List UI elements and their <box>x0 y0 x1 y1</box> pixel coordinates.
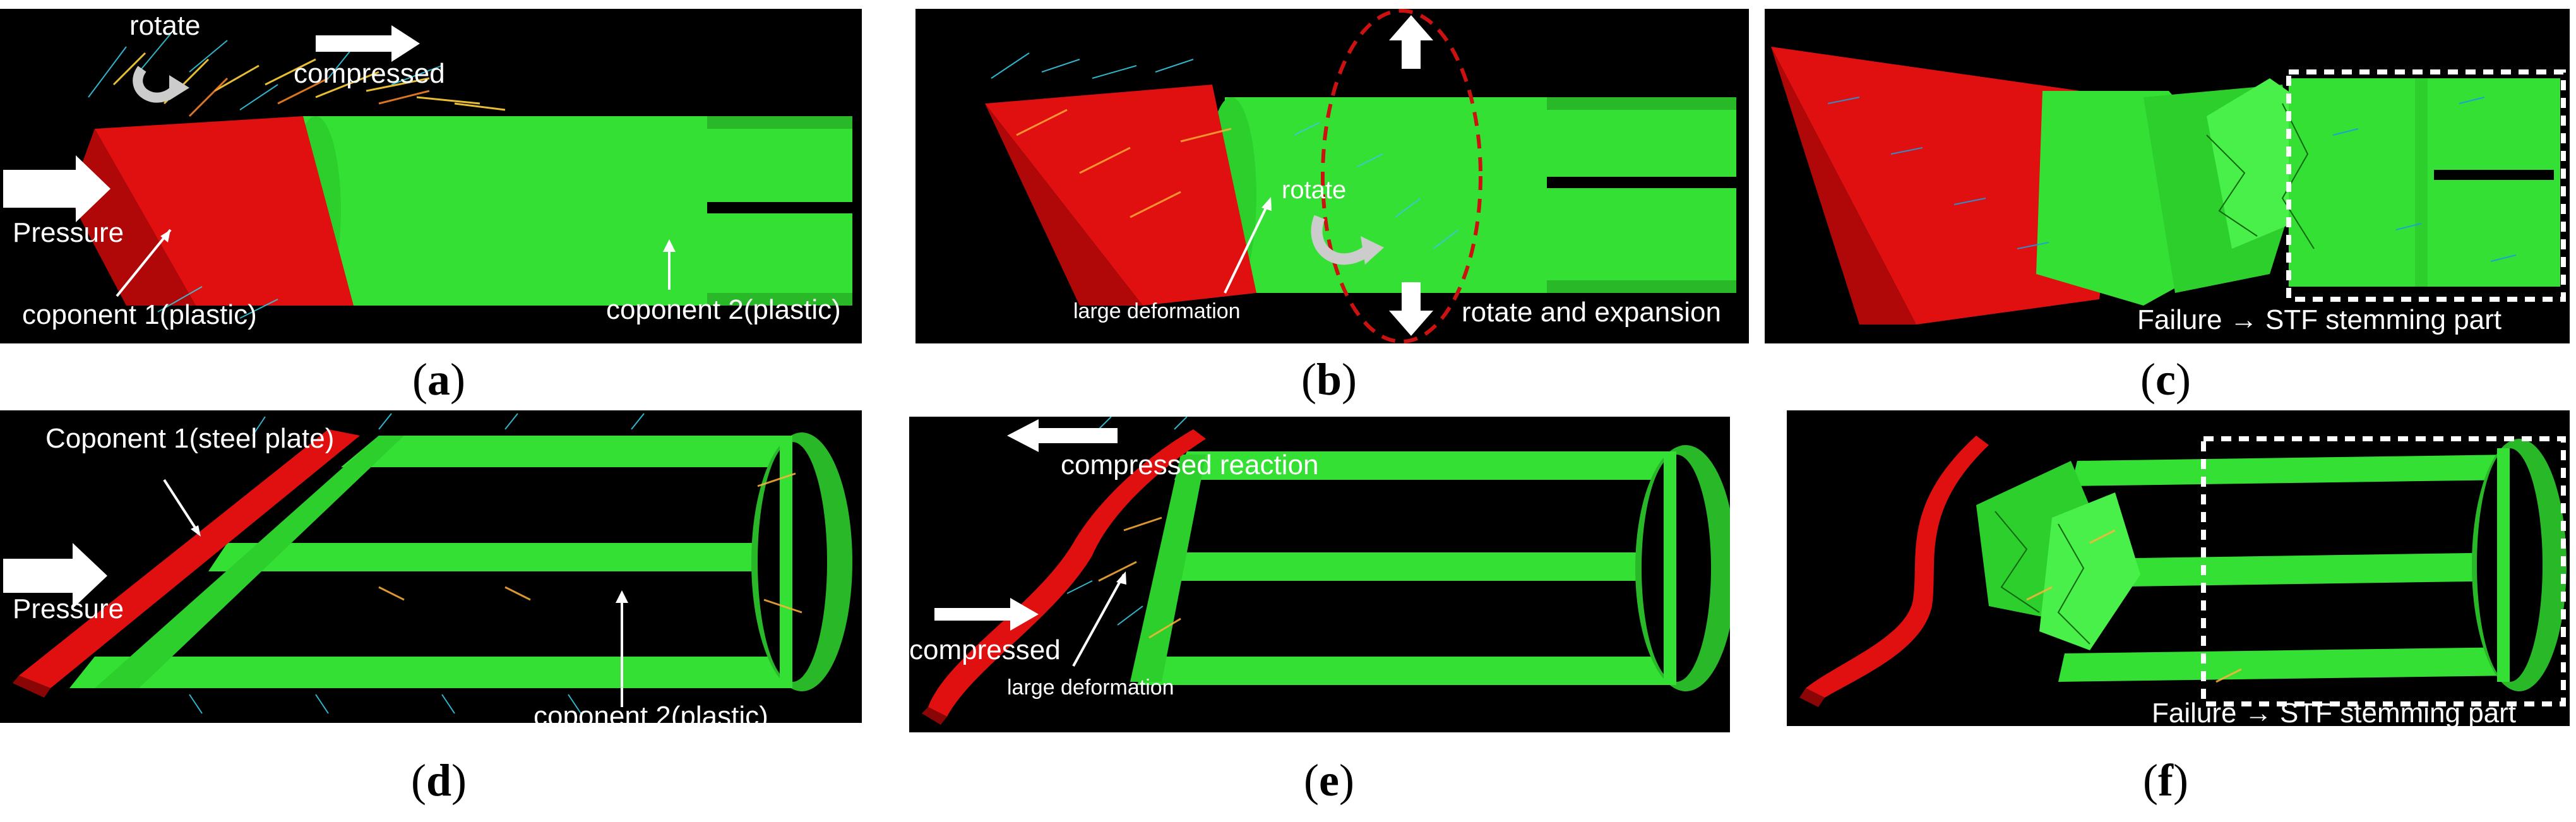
label-rotate-expansion: rotate and expansion <box>1462 297 1721 328</box>
label-rotate: rotate <box>1282 176 1347 204</box>
label-pressure: Pressure <box>13 593 124 624</box>
caption-a: (a) <box>412 354 465 405</box>
label-failure: Failure → STF stemming part <box>2152 698 2517 726</box>
caption-c: (c) <box>2140 354 2191 405</box>
label-component1: coponent 1(plastic) <box>22 299 257 330</box>
label-rotate: rotate <box>129 10 201 41</box>
compressed-arrow <box>316 25 420 62</box>
label-large-deformation: large deformation <box>1073 299 1241 323</box>
panel-c: Failure → STF stemming part <box>1765 9 2570 343</box>
panel-a: rotate compressed Pressure coponent 1(pl… <box>0 9 862 343</box>
caption-f: (f) <box>2143 755 2188 806</box>
label-compressed-reaction: compressed reaction <box>1061 450 1319 480</box>
compressed-reaction-arrow <box>1007 419 1118 452</box>
label-component2: coponent 2(plastic) <box>534 701 768 723</box>
expansion-region <box>1321 9 1482 343</box>
panel-e-figure <box>922 417 1730 725</box>
up-arrow <box>1389 15 1433 69</box>
label-pressure: Pressure <box>13 217 124 248</box>
label-failure: Failure → STF stemming part <box>2137 304 2502 335</box>
label-component2: coponent 2(plastic) <box>606 294 841 325</box>
label-large-deformation: large deformation <box>1007 676 1174 700</box>
panel-f: Failure → STF stemming part <box>1787 410 2570 726</box>
panel-c-figure <box>1771 47 2566 325</box>
label-component1: Coponent 1(steel plate) <box>45 423 335 454</box>
compressed-arrow <box>934 598 1039 631</box>
caption-b: (b) <box>1301 354 1357 405</box>
panel-b: rotate large deformation rotate and expa… <box>915 9 1749 343</box>
down-arrow <box>1389 282 1433 336</box>
panel-d: Coponent 1(steel plate) Pressure coponen… <box>0 410 862 723</box>
rotate-arrow <box>1311 215 1374 265</box>
caption-d: (d) <box>410 755 467 806</box>
panel-d-figure <box>3 413 852 714</box>
panel-b-figure <box>985 9 1736 343</box>
panel-e: compressed reaction compressed large def… <box>909 417 1730 732</box>
label-compressed: compressed <box>294 58 445 89</box>
panel-f-figure <box>1799 436 2567 707</box>
label-compressed: compressed <box>909 634 1061 665</box>
panel-a-figure <box>3 25 852 319</box>
failure-region <box>2201 436 2566 706</box>
caption-e: (e) <box>1304 755 1354 806</box>
pressure-arrow <box>3 543 107 609</box>
failure-region <box>2286 69 2566 302</box>
pressure-arrow <box>3 155 110 222</box>
